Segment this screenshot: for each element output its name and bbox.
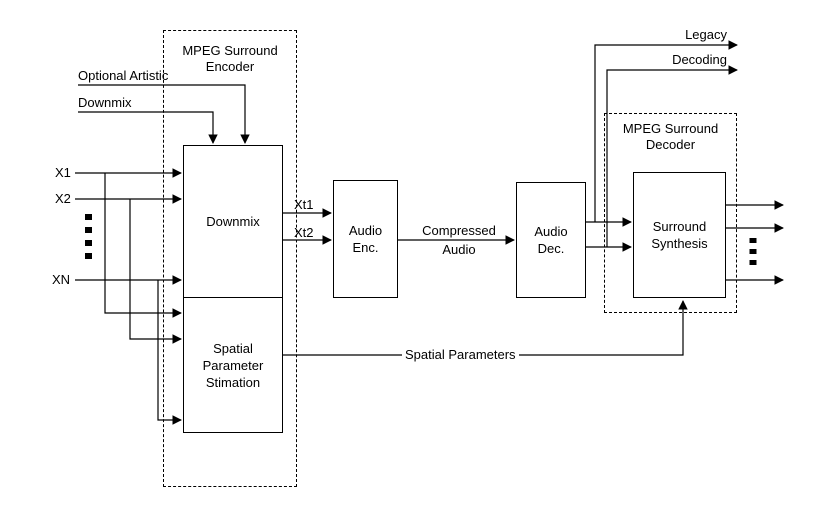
optional-artistic-label: Optional Artistic — [78, 68, 169, 83]
decoder-group-title-line1: MPEG Surround — [622, 121, 719, 136]
spatial-block-label-line2: Parameter — [202, 357, 264, 373]
input-x2-label: X2 — [55, 191, 71, 206]
arrow-downmix-input — [78, 111, 218, 144]
audio-enc-label-line2: Enc. — [352, 240, 379, 255]
encoder-group-title-line2: Encoder — [205, 59, 255, 74]
compressed-audio-label: Audio — [442, 242, 476, 257]
spatial-block-label-line3: Stimation — [205, 374, 261, 390]
decoder-group-title: MPEG Surround Decoder — [604, 121, 737, 153]
spatial-parameter-estimation-block: Spatial Parameter Stimation — [183, 297, 283, 433]
encoder-group-title: MPEG Surround Encoder — [163, 43, 297, 75]
audio-dec-label-line2: Dec. — [537, 241, 565, 256]
compressed-label: Compressed — [422, 223, 496, 238]
downmix-block-label: Downmix — [206, 214, 260, 229]
audio-encoder-block: Audio Enc. — [333, 180, 398, 298]
xt1-label: Xt1 — [294, 197, 314, 212]
spatial-block-label-line1: Spatial — [213, 340, 253, 356]
arrow-legacy — [594, 40, 738, 222]
audio-decoder-block: Audio Dec. — [516, 182, 586, 298]
surround-synthesis-label-line2: Synthesis — [651, 236, 708, 251]
surround-synthesis-block: Surround Synthesis — [633, 172, 726, 298]
encoder-group-title-line1: MPEG Surround — [182, 43, 278, 58]
downmix-signal-label: Downmix — [78, 95, 132, 110]
arrow-optional-artistic — [78, 84, 250, 144]
arrow-decoding — [606, 65, 738, 247]
mpeg-surround-decoder-group-box — [604, 113, 737, 313]
mpeg-surround-encoder-group-box — [163, 30, 297, 487]
decoder-group-title-line2: Decoder — [645, 137, 696, 152]
xt2-label: Xt2 — [294, 225, 314, 240]
downmix-block: Downmix — [183, 145, 283, 298]
input-xn-label: XN — [52, 272, 71, 287]
arrow-x2-spatial — [129, 199, 182, 344]
decoding-label: Decoding — [672, 52, 727, 67]
surround-synthesis-label-line1: Surround — [652, 219, 707, 234]
input-x1-label: X1 — [55, 165, 71, 180]
legacy-label: Legacy — [685, 27, 727, 42]
spatial-parameters-label: Spatial Parameters — [402, 347, 519, 362]
audio-dec-label-line1: Audio — [534, 224, 568, 239]
audio-enc-label-line1: Audio — [348, 223, 383, 238]
arrow-x1-spatial — [104, 173, 182, 318]
arrow-xn-spatial — [157, 280, 182, 425]
